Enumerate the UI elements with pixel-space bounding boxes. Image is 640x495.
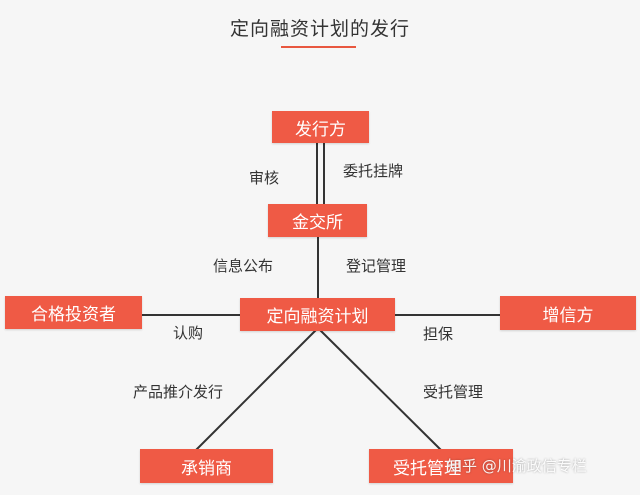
watermark: 知乎 @川渝政信专栏 — [447, 457, 587, 475]
edge-label-trust-mgmt: 受托管理 — [423, 383, 484, 401]
node-issuer: 发行方 — [272, 111, 369, 143]
edge-label-guarantee: 担保 — [423, 325, 454, 343]
node-trustee: 受托管理 — [369, 449, 513, 483]
edge-plan-trustee — [319, 329, 445, 454]
edge-label-subscribe: 认购 — [173, 324, 204, 342]
node-exchange: 金交所 — [268, 204, 367, 237]
node-plan: 定向融资计划 — [240, 298, 395, 331]
edge-label-promotion: 产品推介发行 — [133, 383, 224, 401]
edge-label-review: 审核 — [249, 169, 280, 187]
diagram-title: 定向融资计划的发行 — [229, 18, 410, 40]
node-guarantor: 增信方 — [500, 296, 636, 330]
edge-label-registration: 登记管理 — [346, 257, 407, 275]
node-underwriter: 承销商 — [140, 449, 273, 483]
title-underline — [281, 46, 356, 48]
edge-label-listing: 委托挂牌 — [343, 162, 404, 180]
edge-label-disclosure: 信息公布 — [213, 257, 274, 275]
edge-plan-underwriter — [192, 329, 317, 454]
node-investor: 合格投资者 — [5, 296, 142, 329]
